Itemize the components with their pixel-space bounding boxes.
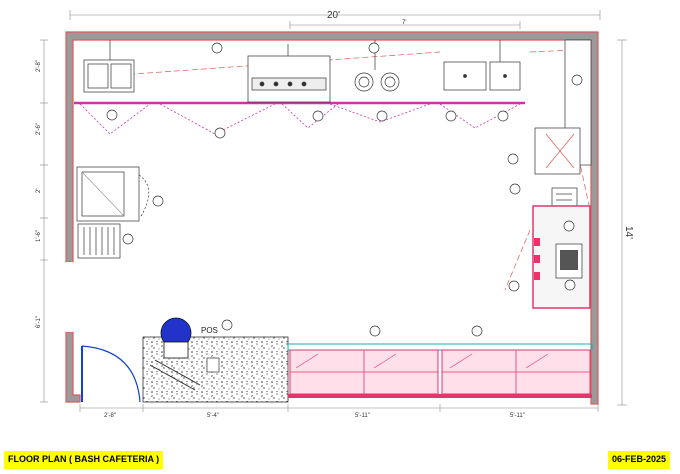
dim-left-2: 2'-6" xyxy=(36,123,42,135)
equipment-tags xyxy=(106,42,583,337)
dim-bottom-3: 5'-11" xyxy=(355,413,370,419)
fryer-units xyxy=(83,40,135,93)
display-counters xyxy=(287,343,593,398)
sinks xyxy=(443,40,521,91)
dim-right-height: 14' xyxy=(623,226,634,239)
dispensers xyxy=(354,40,400,92)
dim-left-5: 6'-1" xyxy=(36,316,42,328)
dim-bottom-4: 5'-11" xyxy=(510,413,525,419)
dim-left-1: 2'-8" xyxy=(36,60,42,72)
left-fridge xyxy=(76,166,150,222)
cashier-chair xyxy=(160,317,192,359)
pos-counter xyxy=(142,336,289,403)
dim-bottom-1: 2'-8" xyxy=(104,413,116,419)
right-counter xyxy=(532,205,591,309)
dim-left-3: 2' xyxy=(36,189,42,193)
hood-outline xyxy=(74,101,525,135)
plan-date: 06-FEB-2025 xyxy=(607,451,670,469)
entry-door xyxy=(81,345,141,403)
pos-label: POS xyxy=(201,326,218,335)
plan-title: FLOOR PLAN ( BASH CAFETERIA ) xyxy=(4,451,164,469)
griddle-range xyxy=(247,44,331,103)
left-dimension xyxy=(40,39,48,403)
left-rack xyxy=(77,223,121,259)
dim-bottom-2: 5'-4" xyxy=(207,413,219,419)
dim-left-4: 1'-6" xyxy=(36,230,42,242)
dim-top-segment: 7' xyxy=(402,20,406,26)
right-dimension xyxy=(617,39,627,406)
right-cabinet-column xyxy=(534,39,592,219)
top-dimension xyxy=(69,10,601,29)
dim-total-width: 20' xyxy=(327,10,340,21)
bottom-dimension xyxy=(79,404,599,412)
